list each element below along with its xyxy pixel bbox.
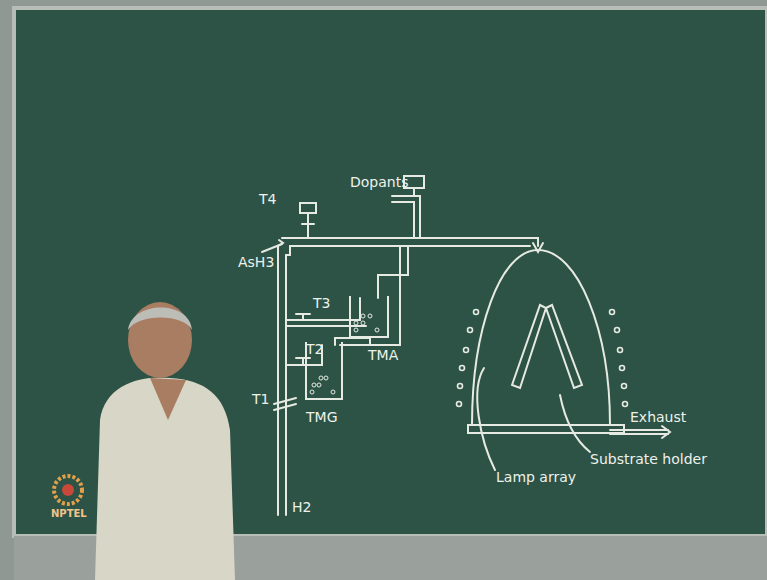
- chalk-label: T1: [252, 392, 269, 407]
- lecturer-figure: [95, 302, 235, 580]
- bubbler-outline: [302, 336, 346, 402]
- logo-text: NPTEL: [51, 508, 87, 519]
- chalk-label: T4: [259, 192, 276, 207]
- chalk-label: Substrate holder: [590, 452, 707, 467]
- chalk-label: H2: [292, 500, 311, 515]
- bubbler-node: TMG: [302, 336, 346, 428]
- bubbler-outline: [346, 290, 392, 340]
- bubbler-label: TMA: [368, 348, 398, 363]
- bubbler-label: TMG: [306, 410, 337, 425]
- bubbler-node: TMA: [346, 290, 400, 366]
- chalk-label: T2: [306, 342, 323, 357]
- chalk-label: AsH3: [238, 255, 274, 270]
- chalk-label: Dopants: [350, 175, 408, 190]
- chalk-label: Lamp array: [496, 470, 576, 485]
- chalk-label: T3: [313, 296, 330, 311]
- chalk-label: Exhaust: [630, 410, 686, 425]
